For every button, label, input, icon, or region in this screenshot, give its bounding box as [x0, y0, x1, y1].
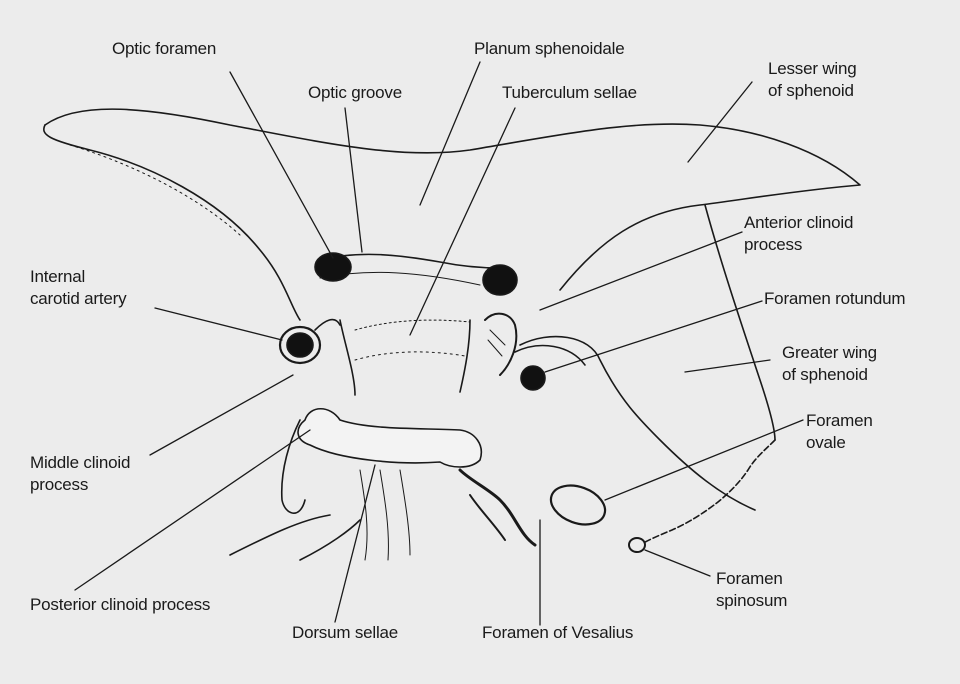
leader-foramen-rotundum [545, 301, 762, 372]
label-tuberculum-sellae: Tuberculum sellae [502, 82, 637, 104]
label-anterior-clinoid: Anterior clinoid process [744, 212, 853, 256]
leader-foramen-spinosum [645, 550, 710, 576]
leader-optic-groove [345, 108, 362, 252]
foramen-spinosum [629, 538, 645, 552]
leader-internal-carotid [155, 308, 282, 340]
leader-planum [420, 62, 480, 205]
label-middle-clinoid: Middle clinoid process [30, 452, 130, 496]
label-optic-groove: Optic groove [308, 82, 402, 104]
leader-lesser-wing [688, 82, 752, 162]
leader-anterior-clinoid [540, 232, 742, 310]
foramen-rotundum [521, 366, 545, 390]
label-dorsum-sellae: Dorsum sellae [292, 622, 398, 644]
label-foramen-spinosum: Foramen spinosum [716, 568, 787, 612]
leader-foramen-ovale [605, 420, 803, 500]
foramen-ovale [546, 479, 611, 532]
dorsum-sellae-bar [298, 409, 481, 467]
label-foramen-rotundum: Foramen rotundum [764, 288, 905, 310]
leader-tuberculum [410, 108, 515, 335]
leader-middle-clinoid [150, 375, 293, 455]
leader-dorsum-sellae [335, 465, 375, 622]
right-optic-foramen [483, 265, 517, 295]
greater-wing-serrated-edge [640, 440, 775, 545]
lesser-wing-outline [45, 109, 860, 290]
label-greater-wing: Greater wing of sphenoid [782, 342, 877, 386]
sella-body-left [340, 320, 355, 395]
label-optic-foramen: Optic foramen [112, 38, 216, 60]
label-foramen-of-vesalius: Foramen of Vesalius [482, 622, 633, 644]
greater-wing-outline [520, 337, 755, 510]
label-planum-sphenoidale: Planum sphenoidale [474, 38, 624, 60]
sella-body-right [460, 320, 470, 392]
label-internal-carotid: Internal carotid artery [30, 266, 126, 310]
label-foramen-ovale: Foramen ovale [806, 410, 873, 454]
label-lesser-wing: Lesser wing of sphenoid [768, 58, 857, 102]
label-posterior-clinoid: Posterior clinoid process [30, 594, 210, 616]
